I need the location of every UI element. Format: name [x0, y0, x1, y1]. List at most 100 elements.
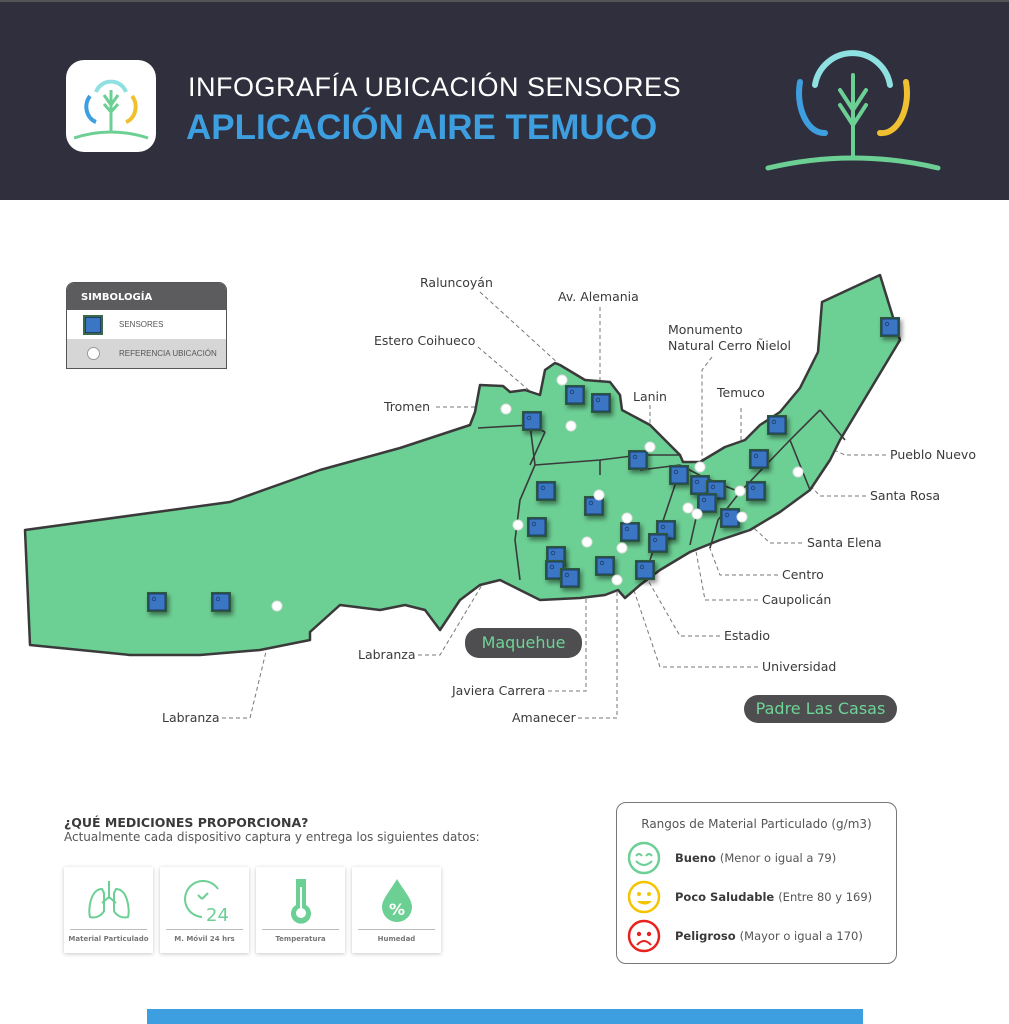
card-temperatura: Temperatura: [256, 867, 345, 953]
area-label-maquehue: Maquehue: [465, 628, 582, 658]
humidity-drop-icon: %: [382, 879, 412, 922]
range-desc: (Mayor o igual a 170): [739, 929, 863, 943]
reference-dot: [792, 466, 804, 478]
location-label: Pueblo Nuevo: [890, 447, 976, 462]
svg-text:24: 24: [206, 905, 229, 925]
reference-dots-layer: [271, 374, 804, 612]
clock-24-icon: 24: [184, 880, 229, 925]
location-label: Estero Coihueco: [374, 333, 475, 348]
measure-cards: Material Particulado 24 M. Móvil 24 hrs …: [64, 867, 441, 953]
reference-dot: [271, 600, 283, 612]
sensor-marker: [564, 384, 586, 406]
area-label-padre-las-casas: Padre Las Casas: [744, 695, 897, 723]
range-name: Peligroso: [675, 929, 736, 943]
pm-ranges-panel: Rangos de Material Particulado (g/m3) Bu…: [616, 802, 897, 964]
map-region-temuco: [23, 273, 902, 657]
card-material-particulado: Material Particulado: [64, 867, 153, 953]
reference-dot: [616, 542, 628, 554]
reference-dot: [556, 374, 568, 386]
happy-face-icon: [627, 841, 661, 875]
reference-dot: [500, 403, 512, 415]
location-label: Estadio: [724, 628, 770, 643]
location-label: Tromen: [383, 399, 430, 414]
sensor-marker: [535, 480, 557, 502]
legend-title: SIMBOLOGÍA: [67, 283, 226, 310]
location-label: Universidad: [762, 659, 836, 674]
sensor-marker: [668, 464, 690, 486]
sensor-marker: [590, 392, 612, 414]
location-label: Centro: [782, 567, 824, 582]
legend-item-sensors: SENSORES: [67, 310, 226, 339]
reference-dot: [682, 502, 694, 514]
range-name: Bueno: [675, 851, 716, 865]
sensor-marker: [526, 516, 548, 538]
location-label: Monumento: [668, 322, 743, 337]
reference-dot: [611, 574, 623, 586]
location-label: Labranza: [162, 710, 220, 725]
header: INFOGRAFÍA UBICACIÓN SENSORES APLICACIÓN…: [0, 0, 1009, 200]
neutral-face-icon: [627, 880, 661, 914]
reference-dot: [691, 508, 703, 520]
location-label: Labranza: [358, 647, 416, 662]
reference-dot: [694, 461, 706, 473]
reference-dot: [581, 536, 593, 548]
sensor-marker: [521, 410, 543, 432]
sensor-marker: [210, 591, 232, 613]
legend-label: SENSORES: [119, 320, 164, 329]
svg-text:%: %: [389, 900, 405, 919]
sensor-marker: [647, 532, 669, 554]
measures-title: ¿QUÉ MEDICIONES PROPORCIONA?: [64, 815, 309, 830]
reference-dot: [565, 420, 577, 432]
location-label: Raluncoyán: [420, 275, 493, 290]
sensor-marker: [146, 591, 168, 613]
legend-label: REFERENCIA UBICACIÓN: [119, 349, 217, 358]
reference-dot: [644, 441, 656, 453]
sensor-marker: [879, 316, 901, 338]
range-bueno: Bueno(Menor o igual a 79): [627, 841, 836, 875]
location-label: Santa Rosa: [870, 488, 940, 503]
card-label: Material Particulado: [68, 935, 149, 943]
card-movil-24: 24 M. Móvil 24 hrs: [160, 867, 249, 953]
sensor-marker: [748, 448, 770, 470]
location-label: Javiera Carrera: [451, 683, 545, 698]
page-title: INFOGRAFÍA UBICACIÓN SENSORES: [188, 72, 682, 102]
page-subtitle: APLICACIÓN AIRE TEMUCO: [186, 108, 658, 147]
ranges-title: Rangos de Material Particulado (g/m3): [641, 817, 872, 831]
lungs-icon: [88, 881, 130, 919]
card-label: Humedad: [377, 935, 416, 943]
reference-dot: [621, 512, 633, 524]
location-label: Caupolicán: [762, 592, 831, 607]
app-logo-icon: [66, 60, 156, 152]
reference-dot: [736, 511, 748, 523]
reference-dot: [512, 519, 524, 531]
measures-subtitle: Actualmente cada dispositivo captura y e…: [64, 830, 480, 844]
white-dot-icon: [86, 347, 100, 360]
legend-item-reference: REFERENCIA UBICACIÓN: [67, 339, 226, 368]
card-humedad: % Humedad: [352, 867, 441, 953]
card-label: Temperatura: [275, 935, 326, 943]
footer-bar: [147, 1009, 863, 1024]
range-desc: (Entre 80 y 169): [778, 890, 873, 904]
sensor-marker: [627, 449, 649, 471]
range-peligroso: Peligroso(Mayor o igual a 170): [627, 919, 863, 953]
reference-dot: [734, 485, 746, 497]
sad-face-icon: [627, 919, 661, 953]
reference-dot: [593, 489, 605, 501]
location-label: Amanecer: [512, 710, 577, 725]
sensor-marker: [766, 414, 788, 436]
location-label: Temuco: [716, 385, 765, 400]
sensor-marker: [619, 521, 641, 543]
sensor-marker: [634, 559, 656, 581]
measures-section: ¿QUÉ MEDICIONES PROPORCIONA? Actualmente…: [64, 815, 480, 844]
legend-panel: SIMBOLOGÍA SENSORES REFERENCIA UBICACIÓN: [66, 282, 227, 369]
location-label: Natural Cerro Ñielol: [668, 338, 791, 353]
tree-cloud-logo-icon: [760, 30, 945, 179]
location-label: Santa Elena: [807, 535, 882, 550]
range-desc: (Menor o igual a 79): [719, 851, 837, 865]
location-label: Lanin: [633, 389, 667, 404]
thermometer-icon: [291, 879, 311, 924]
range-name: Poco Saludable: [675, 890, 775, 904]
sensor-marker: [559, 567, 581, 589]
